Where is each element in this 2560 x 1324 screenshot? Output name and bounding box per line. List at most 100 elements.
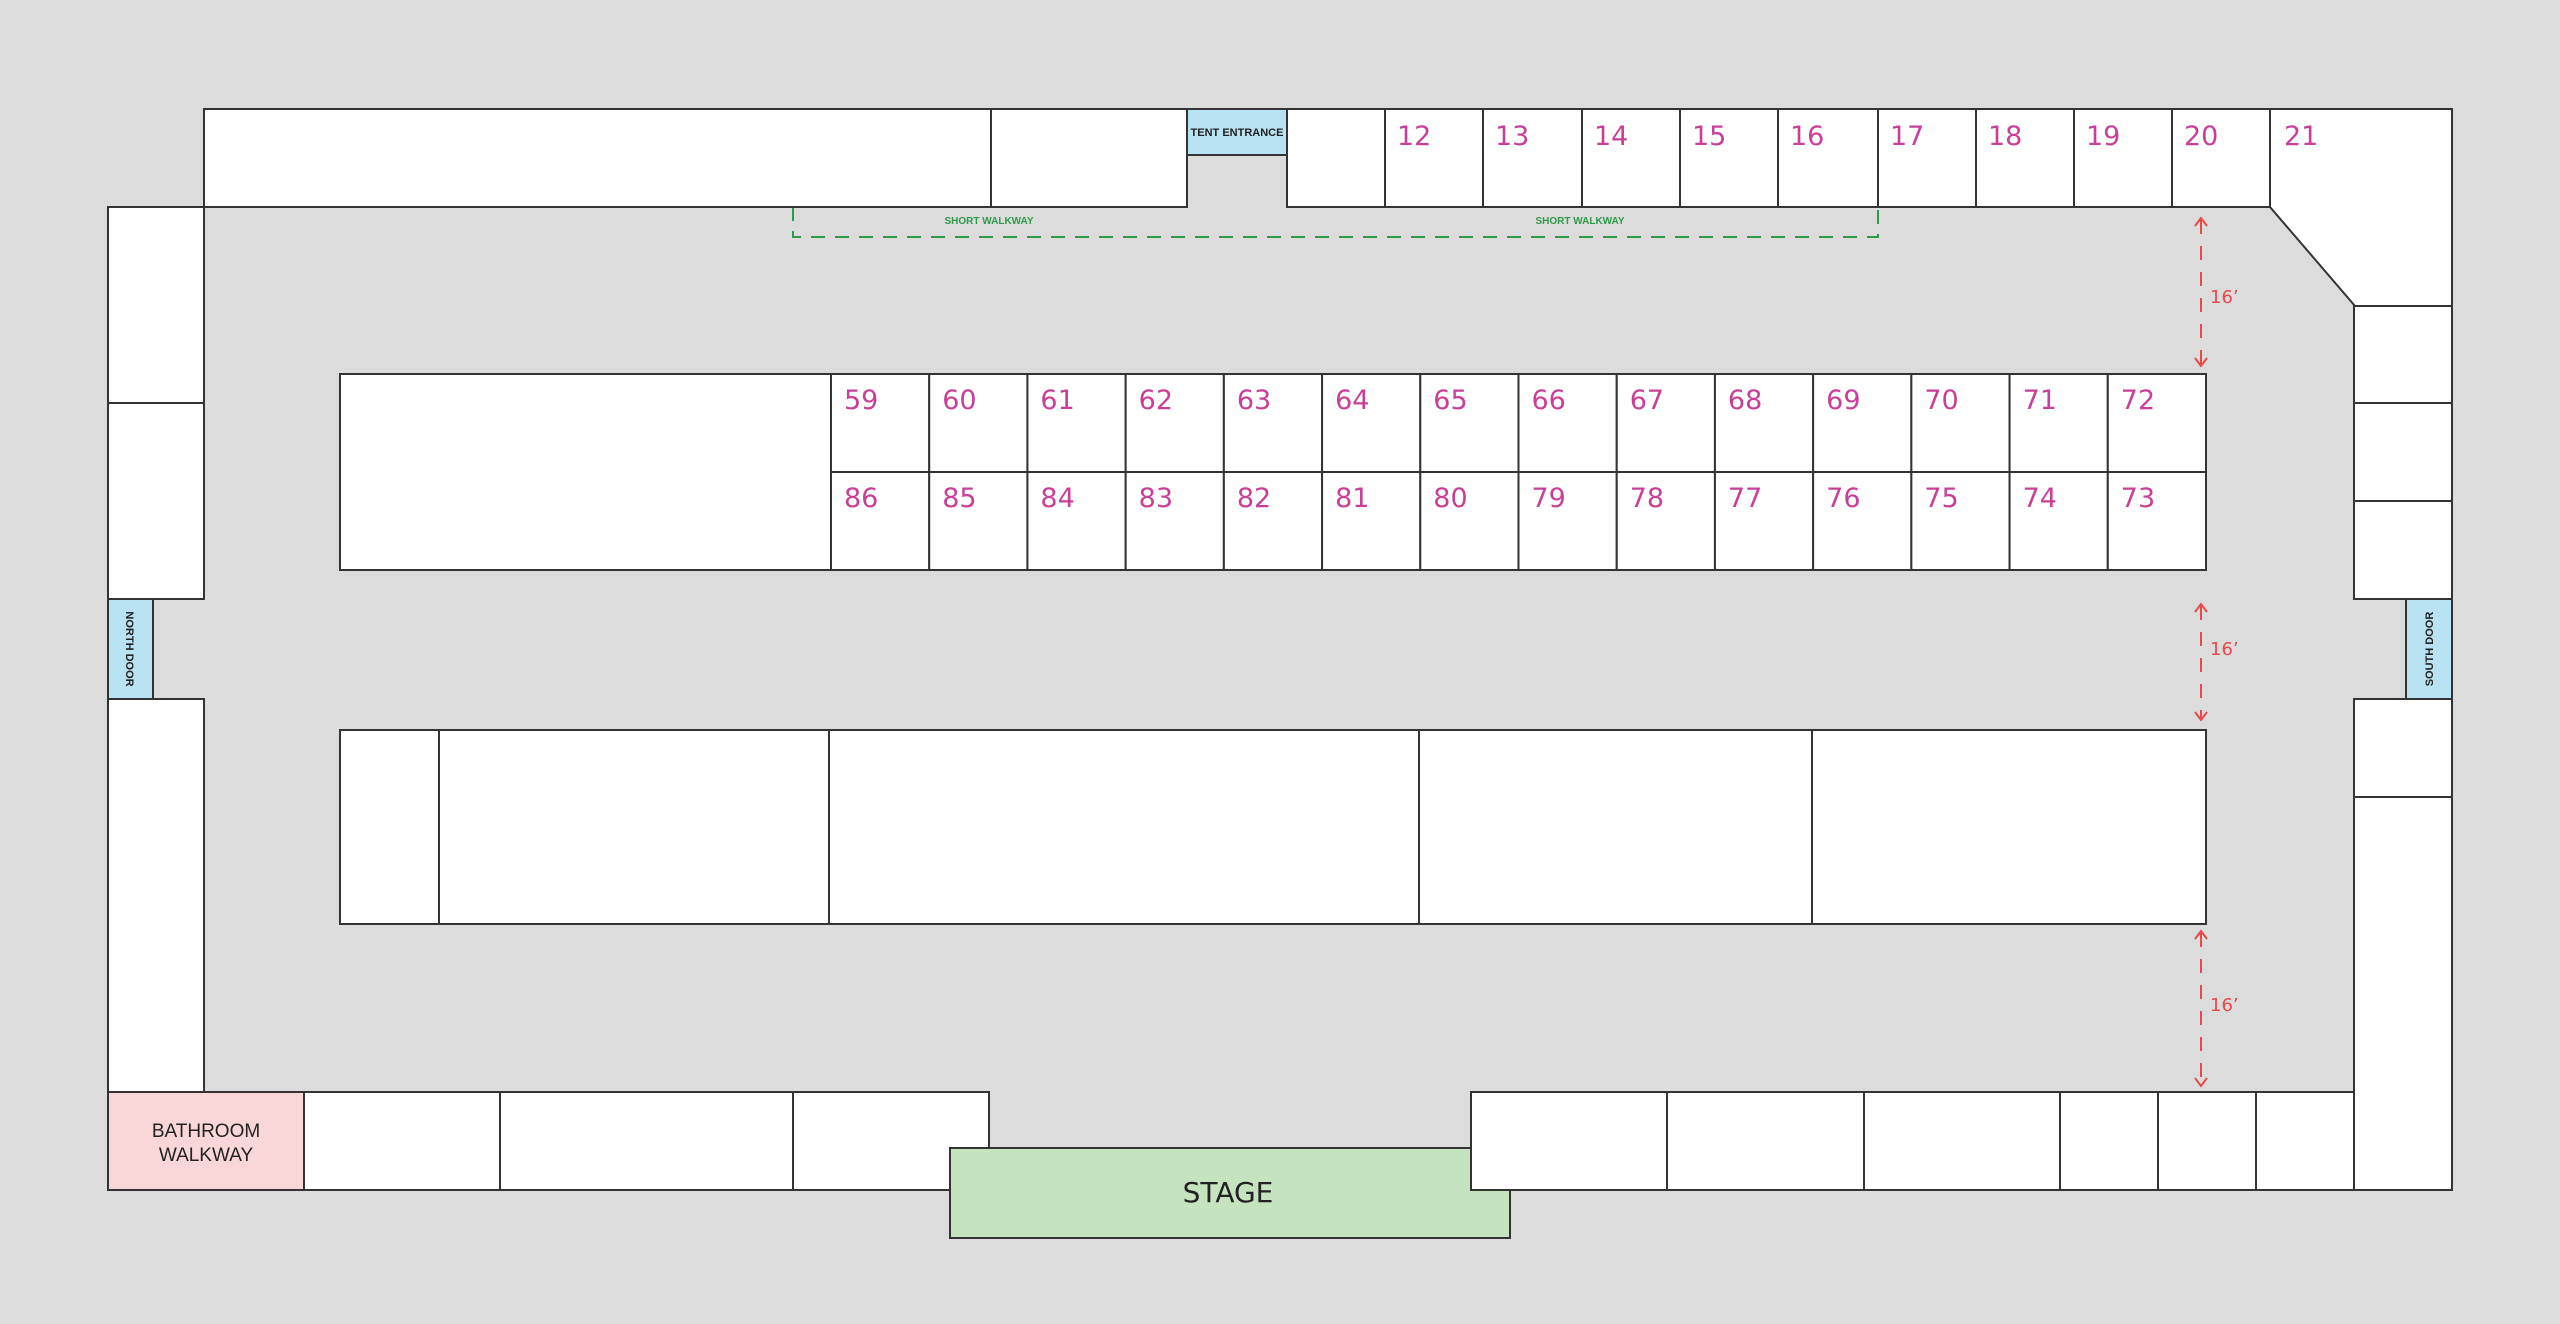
south-door-label: SOUTH DOOR: [2424, 612, 2436, 687]
booth-number: 82: [1237, 483, 1271, 514]
stage-label: STAGE: [1183, 1176, 1274, 1209]
dimension-label: 16’: [2210, 639, 2239, 660]
booth-16[interactable]: [1777, 108, 1879, 208]
booth-60[interactable]: [928, 373, 1029, 473]
short-walkway-label: SHORT WALKWAY: [944, 216, 1033, 227]
booth-85[interactable]: [928, 471, 1029, 571]
booth-number: 71: [2023, 385, 2057, 416]
booth-75[interactable]: [1910, 471, 2011, 571]
booth-79[interactable]: [1517, 471, 1618, 571]
booth-lower-block[interactable]: [1811, 729, 2207, 925]
short-walkway-path: [792, 207, 1879, 238]
booth-19[interactable]: [2073, 108, 2173, 208]
booth-61[interactable]: [1026, 373, 1127, 473]
booth-left[interactable]: [107, 206, 205, 404]
booth-top-unnumbered[interactable]: [1286, 108, 1386, 208]
booth-77[interactable]: [1713, 471, 1815, 571]
booth-number: 85: [942, 483, 976, 514]
tent-entrance: [1186, 108, 1288, 156]
booth-14[interactable]: [1581, 108, 1681, 208]
booth-18[interactable]: [1975, 108, 2075, 208]
booth-number: 67: [1630, 385, 1664, 416]
booth-73[interactable]: [2106, 471, 2207, 571]
booth-bottom[interactable]: [2059, 1091, 2159, 1191]
booth-right[interactable]: [2353, 500, 2453, 600]
dimension-marker-top: [2194, 216, 2208, 368]
booth-lower-block[interactable]: [339, 729, 440, 925]
bathroom-label: BATHROOM: [152, 1121, 260, 1142]
booth-68[interactable]: [1713, 373, 1815, 473]
booth-number: 19: [2086, 121, 2120, 152]
booth-15[interactable]: [1679, 108, 1779, 208]
dimension-marker-bottom: [2194, 929, 2208, 1088]
booth-number: 77: [1728, 483, 1762, 514]
booth-number: 64: [1335, 385, 1369, 416]
booth-bottom[interactable]: [1470, 1091, 1668, 1191]
booth-number: 13: [1495, 121, 1529, 152]
booth-number: 65: [1433, 385, 1467, 416]
booth-number: 66: [1532, 385, 1566, 416]
booth-top-unnumbered[interactable]: [203, 108, 992, 208]
booth-72[interactable]: [2106, 373, 2207, 473]
north-door-label: NORTH DOOR: [123, 611, 135, 686]
booth-number: 61: [1040, 385, 1074, 416]
booth-59[interactable]: [830, 373, 931, 473]
booth-number: 62: [1139, 385, 1173, 416]
booth-bottom[interactable]: [1863, 1091, 2061, 1191]
booth-number: 20: [2184, 121, 2218, 152]
booth-right[interactable]: [2353, 796, 2453, 1191]
booth-left[interactable]: [107, 698, 205, 1093]
booth-number: 74: [2023, 483, 2057, 514]
booth-top-unnumbered[interactable]: [990, 108, 1188, 208]
booth-number: 17: [1890, 121, 1924, 152]
booth-number: 75: [1924, 483, 1958, 514]
booth-17[interactable]: [1877, 108, 1977, 208]
booth-bottom[interactable]: [2255, 1091, 2355, 1191]
booth-bottom[interactable]: [303, 1091, 501, 1191]
booth-number: 79: [1532, 483, 1566, 514]
booth-number: 68: [1728, 385, 1762, 416]
bathroom-label: WALKWAY: [159, 1145, 254, 1166]
booth-number: 72: [2121, 385, 2155, 416]
stage: [949, 1147, 1511, 1239]
booth-number: 81: [1335, 483, 1369, 514]
dimension-marker-middle: [2194, 602, 2208, 722]
booth-number: 59: [844, 385, 878, 416]
booth-left[interactable]: [107, 402, 205, 600]
booth-62[interactable]: [1124, 373, 1225, 473]
booth-78[interactable]: [1615, 471, 1716, 571]
booth-bottom[interactable]: [1666, 1091, 1865, 1191]
booth-lower-block[interactable]: [828, 729, 1420, 925]
dimension-label: 16’: [2210, 995, 2239, 1016]
booth-67[interactable]: [1615, 373, 1716, 473]
booth-81[interactable]: [1321, 471, 1422, 571]
booth-86[interactable]: [830, 471, 931, 571]
booth-83[interactable]: [1124, 471, 1225, 571]
booth-middle-large[interactable]: [339, 373, 832, 571]
booth-lower-block[interactable]: [1418, 729, 1813, 925]
booth-64[interactable]: [1321, 373, 1422, 473]
booth-12[interactable]: [1384, 108, 1484, 208]
short-walkway-label: SHORT WALKWAY: [1535, 216, 1624, 227]
booth-number: 63: [1237, 385, 1271, 416]
booth-number: 21: [2284, 121, 2318, 152]
booth-number: 80: [1433, 483, 1467, 514]
booth-number: 78: [1630, 483, 1664, 514]
booth-right[interactable]: [2353, 698, 2453, 798]
booth-65[interactable]: [1419, 373, 1520, 473]
booth-number: 76: [1826, 483, 1860, 514]
booth-lower-block[interactable]: [438, 729, 830, 925]
booth-right[interactable]: [2353, 305, 2453, 404]
booth-20[interactable]: [2171, 108, 2271, 208]
booth-number: 84: [1040, 483, 1074, 514]
booth-number: 83: [1139, 483, 1173, 514]
booth-number: 18: [1988, 121, 2022, 152]
booth-bottom[interactable]: [499, 1091, 794, 1191]
booth-bottom[interactable]: [2157, 1091, 2257, 1191]
booth-right[interactable]: [2353, 402, 2453, 502]
booth-number: 15: [1692, 121, 1726, 152]
booth-69[interactable]: [1812, 373, 1913, 473]
booth-number: 60: [942, 385, 976, 416]
booth-66[interactable]: [1517, 373, 1618, 473]
